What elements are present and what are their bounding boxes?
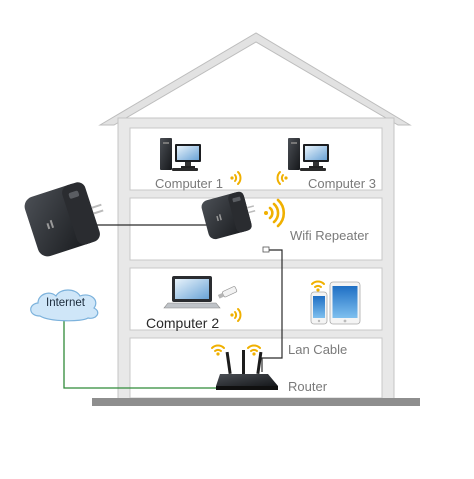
router-icon <box>216 350 278 390</box>
wifi-signal-icon <box>311 280 325 292</box>
wifi-repeater-icon <box>24 182 104 257</box>
wifi-signal-icon <box>230 171 242 185</box>
label-wifi-repeater: Wifi Repeater <box>290 228 369 243</box>
label-internet: Internet <box>46 297 85 309</box>
cloud-icon <box>30 289 99 322</box>
wifi-signal-icon <box>247 344 261 356</box>
cables <box>63 224 283 389</box>
lan-cable <box>261 249 283 372</box>
house-roof <box>98 32 412 126</box>
laptop-icon <box>163 276 221 309</box>
wifi-signal-icon <box>264 198 286 228</box>
wifi-signal-icon <box>230 308 242 322</box>
usb-adapter-icon <box>217 286 238 299</box>
internet-cable <box>63 320 222 389</box>
label-computer-3: Computer 3 <box>308 176 376 191</box>
tablet-icon <box>329 281 361 325</box>
label-lan-cable: Lan Cable <box>288 342 348 357</box>
label-computer-2: Computer 2 <box>146 315 220 331</box>
wifi-repeater-icon <box>201 191 256 240</box>
floor-2-room <box>129 197 383 261</box>
label-router: Router <box>288 379 328 394</box>
smartphone-icon <box>310 291 328 325</box>
ground <box>92 398 420 406</box>
desktop-computer-icon <box>288 138 329 171</box>
label-computer-1: Computer 1 <box>155 176 223 191</box>
lan-plug-top <box>262 246 270 253</box>
wifi-signal-icon <box>276 171 288 185</box>
desktop-computer-icon <box>160 138 201 171</box>
wifi-signal-icon <box>211 344 225 356</box>
